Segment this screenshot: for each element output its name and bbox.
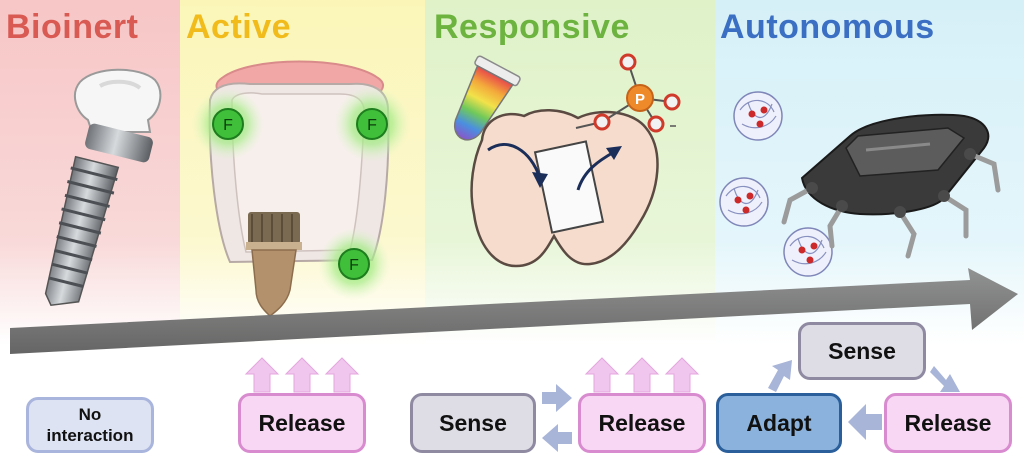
no-interaction-label: No interaction xyxy=(46,405,134,445)
test-tube-icon xyxy=(453,55,521,141)
responsive-sense-box: Sense xyxy=(410,393,536,453)
release-up-arrows xyxy=(584,357,700,393)
stage-title-responsive: Responsive xyxy=(434,8,630,46)
sense-label: Sense xyxy=(439,409,507,436)
timeline-arrow xyxy=(10,268,1018,354)
autonomous-adapt-box: Adapt xyxy=(716,393,842,453)
active-release-box: Release xyxy=(238,393,366,453)
microrobot-icon xyxy=(781,113,1001,259)
autonomous-sense-box: Sense xyxy=(798,322,926,380)
release-up-arrows xyxy=(244,357,360,393)
nanoparticle-icon xyxy=(719,177,769,227)
molar-tooth-icon xyxy=(470,109,659,268)
fluoride-ion-icon: F xyxy=(334,86,410,162)
fluoride-label: F xyxy=(223,117,233,134)
brush-icon xyxy=(246,212,302,318)
release-label: Release xyxy=(904,409,992,436)
adapt-label: Adapt xyxy=(746,409,812,436)
cycle-arrow-down-right-icon xyxy=(930,366,960,392)
fluoride-ion-icon: F xyxy=(318,228,390,300)
release-label: Release xyxy=(258,409,346,436)
stage-title-active: Active xyxy=(186,8,292,46)
no-interaction-box: No interaction xyxy=(26,397,154,453)
nanoparticle-icon xyxy=(783,227,833,277)
fluoride-label: F xyxy=(349,257,359,274)
stage-title-bioinert: Bioinert xyxy=(6,8,139,46)
cycle-arrow-left-icon xyxy=(848,404,882,440)
phosphate-molecule-icon: P xyxy=(575,53,681,133)
autonomous-release-box: Release xyxy=(884,393,1012,453)
responsive-release-box: Release xyxy=(578,393,706,453)
phosphate-label: P xyxy=(635,91,645,108)
cycle-arrow-up-right-icon xyxy=(768,360,792,392)
nanoparticle-icon xyxy=(733,91,783,141)
sense-label: Sense xyxy=(828,337,896,364)
release-label: Release xyxy=(598,409,686,436)
fluoride-label: F xyxy=(367,117,377,134)
dental-implant-icon xyxy=(44,68,162,307)
cycle-arrow-left-icon xyxy=(542,424,572,452)
fluoride-ion-icon: F xyxy=(192,88,264,160)
cycle-arrow-right-icon xyxy=(542,384,572,412)
stage-title-autonomous: Autonomous xyxy=(720,8,935,46)
